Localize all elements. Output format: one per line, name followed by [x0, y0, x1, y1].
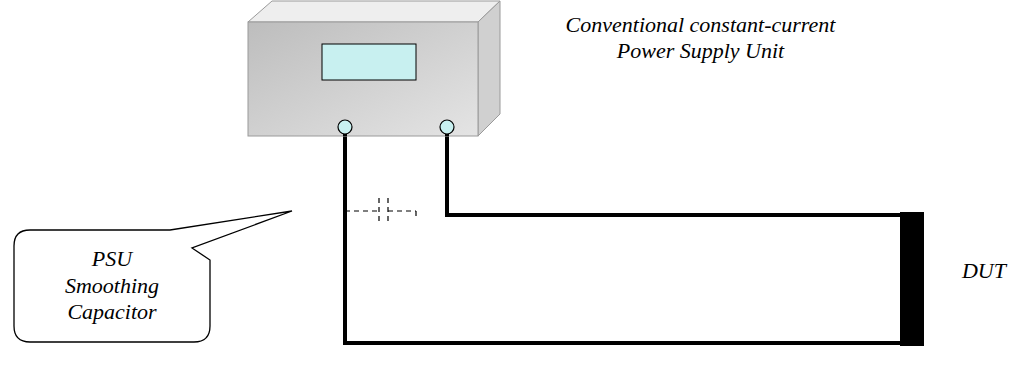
callout-text: PSU Smoothing Capacitor	[52, 246, 172, 325]
power-supply-unit: Conventional constant-current Power Supp…	[248, 0, 500, 134]
terminal-stub	[343, 134, 347, 136]
lead-wire	[447, 134, 900, 215]
output-terminal	[338, 120, 352, 134]
capacitor-symbol	[345, 198, 416, 224]
callout-outline	[14, 211, 292, 342]
psu-display	[322, 44, 416, 80]
callout-bubble: PSU Smoothing Capacitor	[14, 230, 210, 342]
part-label: Conventional constant-current Power Supp…	[548, 12, 853, 65]
psu-front-face	[248, 22, 478, 136]
device-under-test: DUT	[900, 212, 924, 346]
output-terminal	[440, 120, 454, 134]
terminal-stub	[445, 134, 449, 136]
lead-wire	[345, 134, 900, 343]
psu-top-face	[248, 1, 500, 22]
part-label: DUT	[954, 258, 1014, 284]
psu-side-face	[478, 1, 500, 136]
